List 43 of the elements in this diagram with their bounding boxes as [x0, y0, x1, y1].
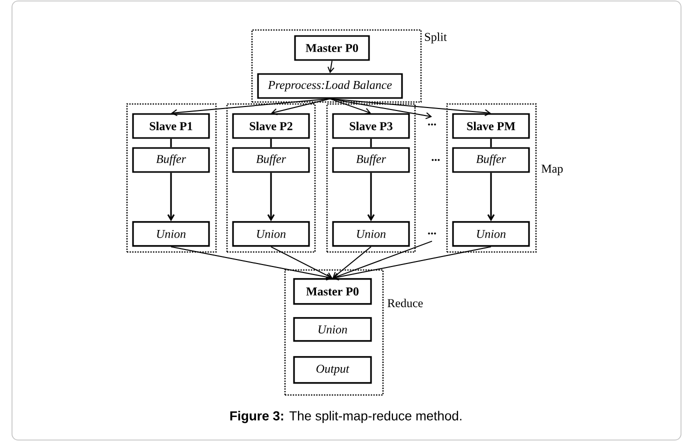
arrow — [330, 98, 491, 116]
group-box — [326, 103, 416, 253]
process-box: Union — [332, 221, 410, 247]
arrow — [332, 240, 432, 280]
arrow — [167, 172, 175, 222]
process-box: Output — [293, 356, 372, 384]
arrow — [270, 246, 332, 279]
arrow — [330, 98, 432, 120]
arrow — [328, 60, 334, 74]
process-box: Buffer — [232, 147, 310, 173]
arrow — [170, 246, 332, 280]
process-box: Slave P2 — [232, 113, 310, 139]
text-label: Map — [542, 164, 563, 176]
arrow — [267, 172, 275, 222]
arrow — [330, 98, 371, 115]
process-box: Slave P3 — [332, 113, 410, 139]
node-label: Reduce — [388, 298, 423, 308]
text-label: ... — [432, 159, 440, 161]
process-box: Master P0 — [294, 35, 370, 61]
arrow — [367, 172, 375, 222]
process-box: Slave P1 — [132, 113, 210, 139]
group-box — [446, 103, 537, 253]
process-box: Union — [293, 317, 372, 342]
process-box: Union — [452, 221, 530, 247]
group-box — [226, 103, 316, 253]
process-box: Buffer — [452, 147, 530, 173]
process-box: Preprocess:Load Balance — [257, 73, 403, 99]
arrow — [332, 246, 492, 280]
process-box: Master P0 — [293, 278, 372, 305]
process-box: Buffer — [332, 147, 410, 173]
ellipsis-text: ... — [428, 232, 436, 234]
arrow — [171, 98, 330, 116]
arrow — [487, 172, 495, 222]
node-label: Split — [425, 32, 447, 44]
process-box: Union — [132, 221, 210, 247]
group-box — [126, 103, 217, 253]
process-box: Buffer — [132, 147, 210, 173]
caption: Figure 3: The split-map-reduce method. — [230, 410, 462, 424]
arrow — [332, 246, 372, 278]
ellipsis-text: ... — [428, 124, 436, 126]
process-box: Slave PM — [452, 113, 530, 139]
arrow — [271, 98, 330, 116]
process-box: Union — [232, 221, 310, 247]
